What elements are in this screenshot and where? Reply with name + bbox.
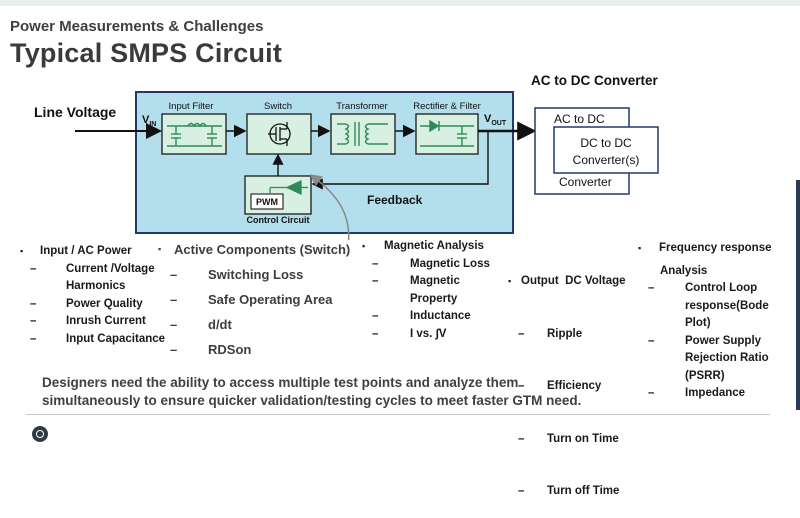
list-item: Impedance — [638, 385, 796, 403]
frequency-response-heading: Frequency response — [638, 240, 796, 258]
list-item: RDSon — [158, 337, 368, 362]
list-item: Inrush Current — [20, 313, 170, 331]
active-components-heading: Active Components (Switch) — [158, 237, 368, 262]
list-item: Power Supply — [638, 333, 796, 351]
list-item: response(Bode Plot) — [685, 299, 769, 330]
right-edge-bar — [796, 180, 800, 410]
list-item: I vs. ∫V — [362, 326, 512, 344]
magnetic-analysis-column: Magnetic Analysis Magnetic Loss Magnetic… — [362, 238, 512, 343]
company-logo-icon — [32, 426, 48, 442]
transformer-icon — [337, 122, 388, 146]
list-item: Inductance — [362, 308, 512, 326]
list-item: Magnetic Loss — [362, 256, 512, 274]
slide-subtitle: Power Measurements & Challenges — [10, 18, 264, 35]
feedback-line — [311, 131, 489, 190]
dc-to-dc-line2: Converter(s) — [573, 153, 640, 167]
line-voltage-label: Line Voltage — [34, 104, 116, 120]
list-item: Power Quality — [20, 296, 170, 314]
input-power-heading: Input / AC Power — [20, 243, 170, 261]
list-item: Ripple — [508, 326, 648, 344]
summary-line-2: simultaneously to ensure quicker validat… — [42, 393, 582, 408]
filter-circuit-icon — [167, 122, 222, 147]
list-item: Turn off Time — [508, 483, 648, 501]
frequency-response-heading-2: Analysis — [660, 264, 708, 277]
opamp-icon — [269, 179, 308, 196]
rectifier-filter-label: Rectifier & Filter — [413, 101, 481, 112]
rectifier-filter-block — [415, 113, 479, 155]
vin-label: VIN — [142, 114, 156, 128]
summary-line-1: Designers need the ability to access mul… — [42, 375, 519, 390]
converter-label: Converter — [559, 175, 612, 189]
converter-title: AC to DC Converter — [531, 73, 659, 88]
summary-text: Designers need the ability to access mul… — [42, 374, 682, 410]
list-item: Current /Voltage — [20, 261, 170, 279]
list-item: Switching Loss — [158, 262, 368, 287]
switch-block — [246, 113, 312, 155]
list-item: Harmonics — [66, 280, 126, 292]
list-item: Safe Operating Area — [158, 287, 368, 312]
transformer-block — [330, 113, 396, 155]
input-power-column: Input / AC Power Current /Voltage Harmon… — [20, 243, 170, 348]
list-item: Rejection Ratio — [685, 352, 769, 364]
list-item: Efficiency — [508, 378, 648, 396]
list-item: Input Capacitance — [20, 331, 170, 349]
transformer-label: Transformer — [336, 101, 387, 112]
switch-label: Switch — [264, 101, 292, 112]
slide-title: Typical SMPS Circuit — [10, 38, 283, 68]
vout-label: VOUT — [484, 113, 507, 127]
active-components-column: Active Components (Switch) Switching Los… — [158, 237, 368, 362]
smps-panel — [135, 91, 514, 234]
dc-to-dc-box — [553, 126, 659, 174]
list-item: Turn on Time — [508, 431, 648, 449]
mosfet-switch-icon — [268, 122, 291, 146]
pwm-box — [250, 193, 284, 210]
top-bar — [0, 0, 800, 6]
feedback-label: Feedback — [367, 193, 423, 207]
magnetic-analysis-heading: Magnetic Analysis — [362, 238, 512, 256]
list-item: d/dt — [158, 312, 368, 337]
list-item: (PSRR) — [685, 369, 725, 382]
footer-divider — [26, 414, 770, 415]
frequency-response-column: Frequency response Analysis Control Loop… — [638, 240, 796, 403]
ac-to-dc-label: AC to DC — [554, 112, 605, 126]
smps-block-diagram: Line Voltage VIN Input Filter Switch Tra… — [34, 73, 659, 240]
list-item: Property — [410, 292, 458, 305]
control-circuit-label: Control Circuit — [247, 215, 310, 225]
rectifier-diode-icon — [420, 119, 474, 147]
pwm-label: PWM — [256, 197, 278, 207]
output-voltage-heading: Output DC Voltage — [508, 273, 648, 291]
list-item: Magnetic — [362, 273, 512, 291]
input-filter-label: Input Filter — [169, 101, 214, 112]
dc-to-dc-line1: DC to DC — [580, 136, 632, 150]
list-item: Control Loop — [638, 280, 796, 298]
